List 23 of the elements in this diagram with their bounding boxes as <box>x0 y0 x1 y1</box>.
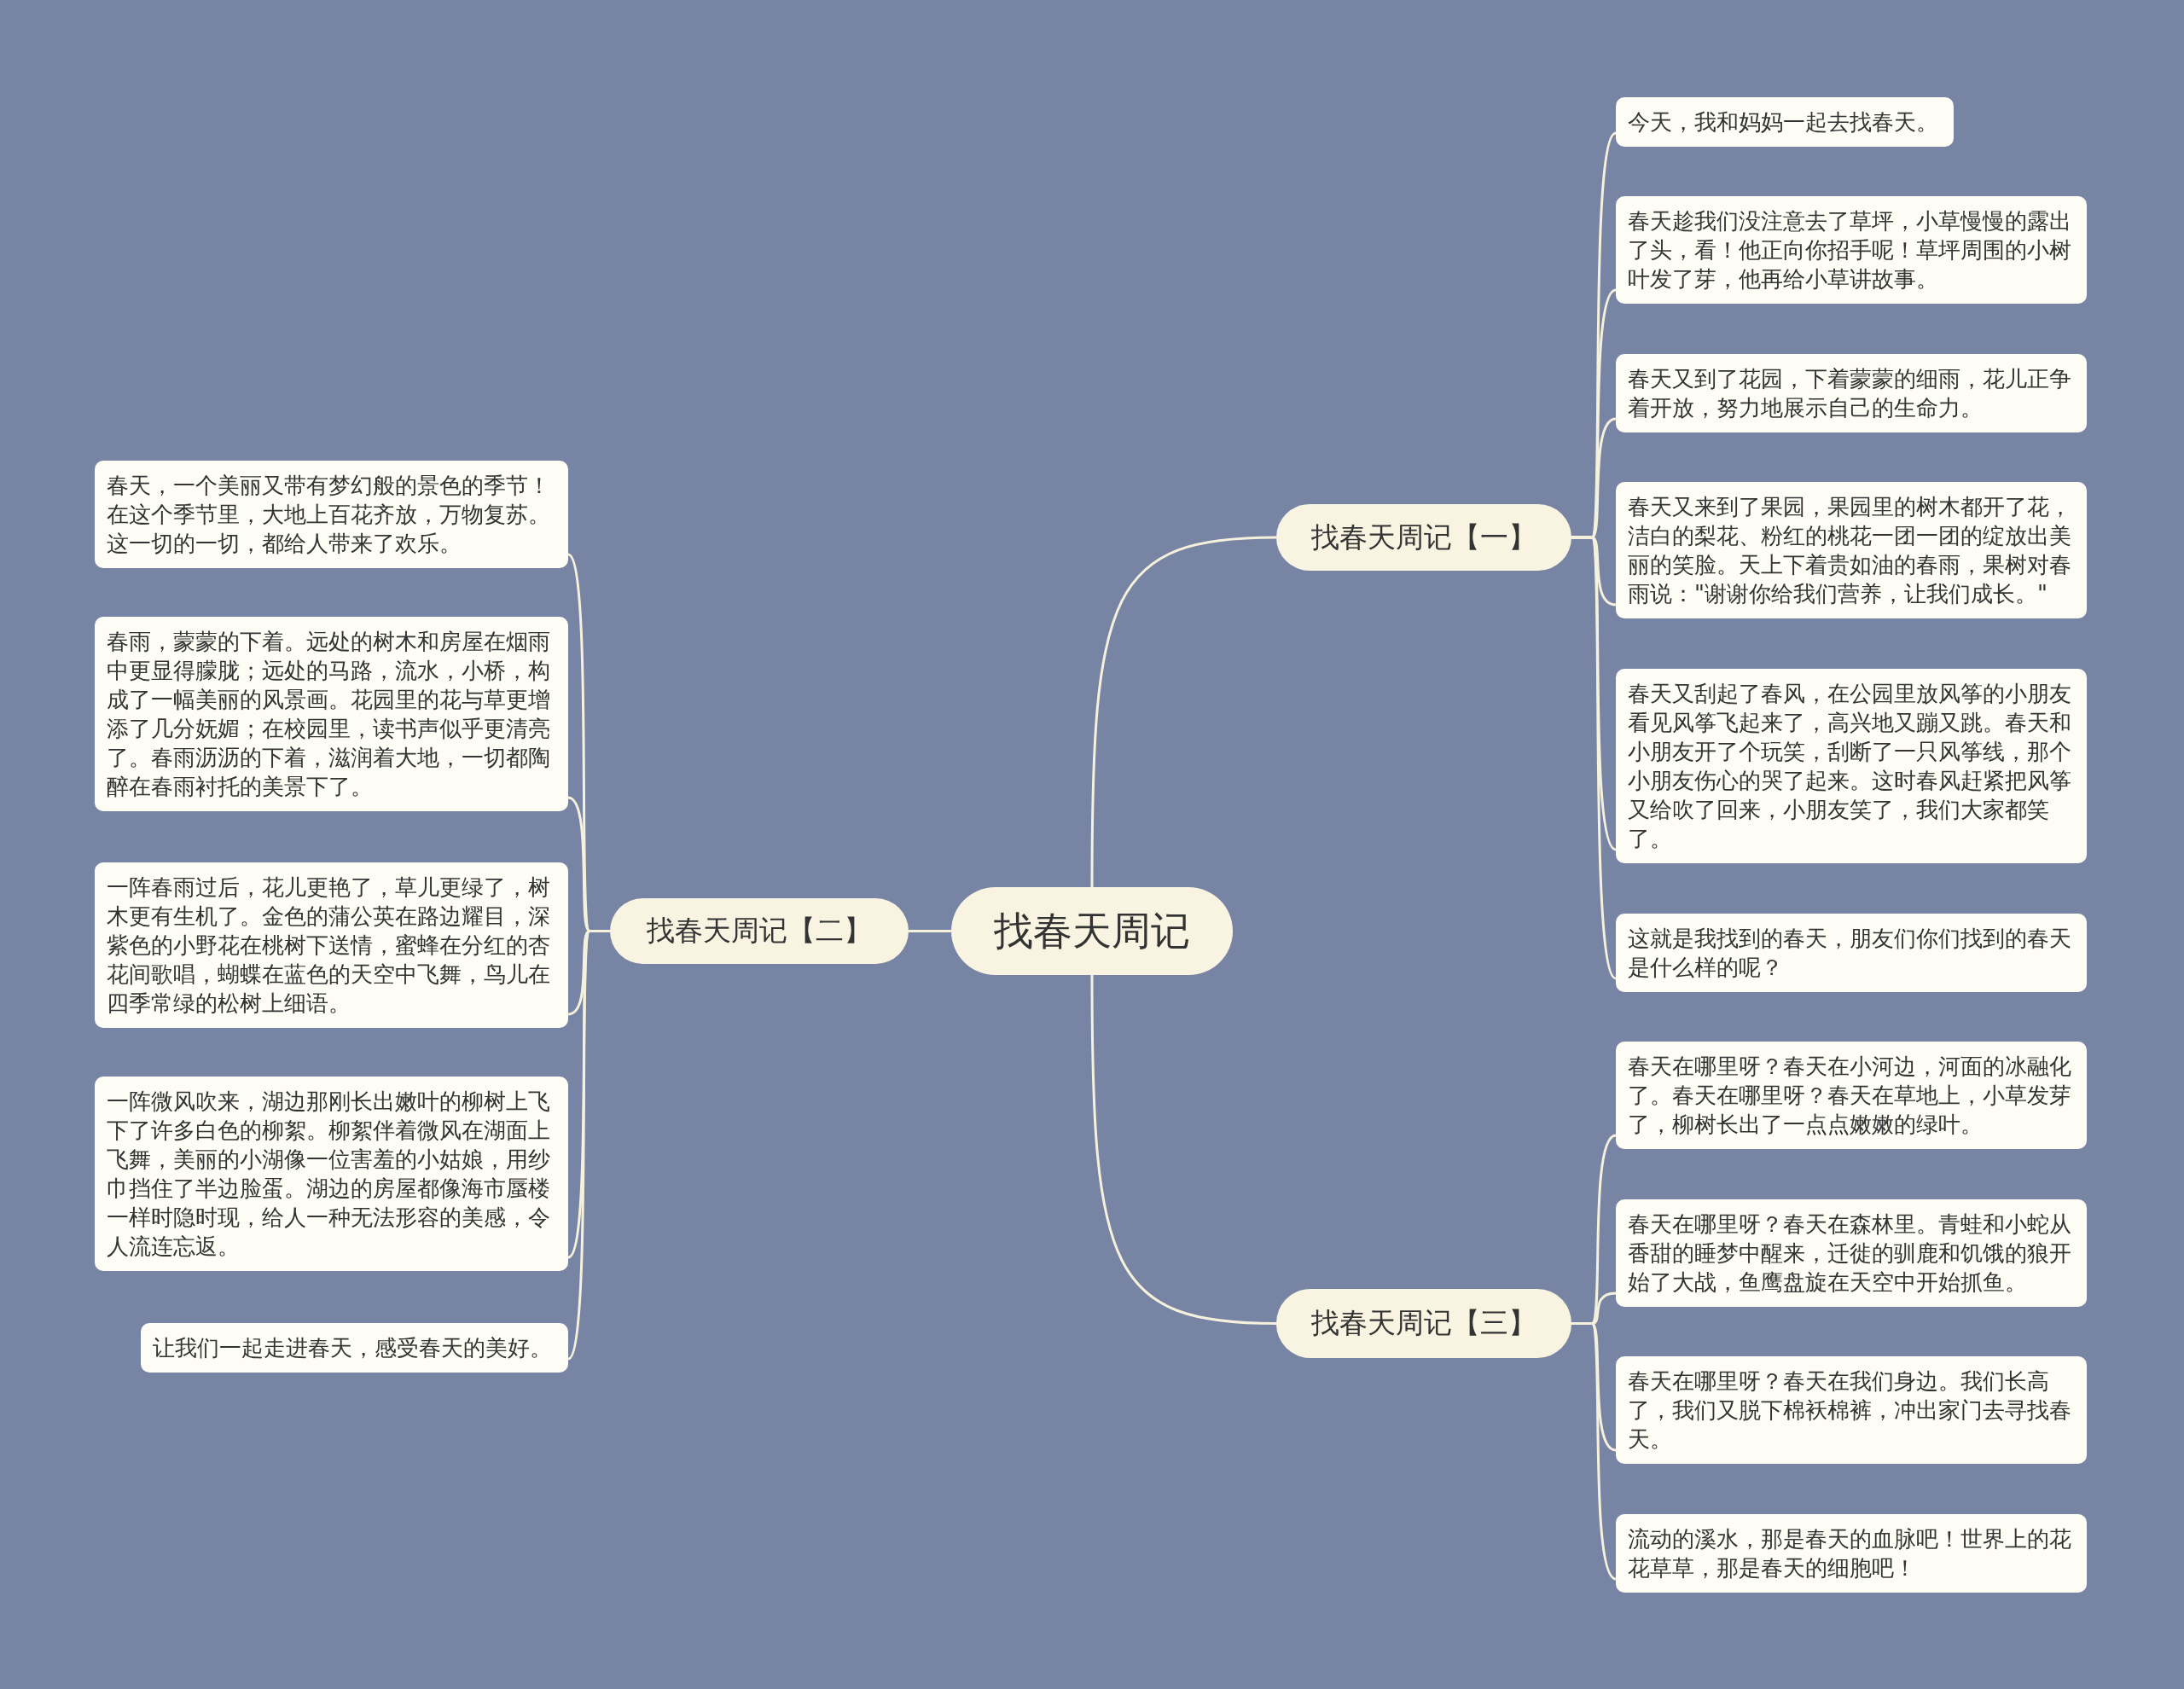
text-box: 这就是我找到的春天，朋友们你们找到的春天是什么样的呢？ <box>1616 914 2087 992</box>
central-topic: 找春天周记 <box>951 887 1233 975</box>
topic-bubble: 找春天周记【一】 <box>1276 504 1571 571</box>
connector-line <box>909 930 951 932</box>
text-box: 春天，一个美丽又带有梦幻般的景色的季节！在这个季节里，大地上百花齐放，万物复苏。这一切的一切，都给人带来了欢乐。 <box>95 461 568 568</box>
text-box: 春天又到了花园，下着蒙蒙的细雨，花儿正争着开放，努力地展示自己的生命力。 <box>1616 354 2087 432</box>
connector-line <box>1090 536 1277 887</box>
text-box: 春天趁我们没注意去了草坪，小草慢慢的露出了头，看！他正向你招手呢！草坪周围的小树叶发了芽，他再给小草讲故事。 <box>1616 196 2087 304</box>
connector-line <box>1571 1322 1617 1581</box>
text-box: 春天在哪里呀？春天在森林里。青蛙和小蛇从香甜的睡梦中醒来，迁徙的驯鹿和饥饿的狼开始了大战，鱼鹰盘旋在天空中开始抓鱼。 <box>1616 1199 2087 1307</box>
topic-bubble: 找春天周记【三】 <box>1276 1289 1571 1358</box>
text-box: 一阵微风吹来，湖边那刚长出嫩叶的柳树上飞下了许多白色的柳絮。柳絮伴着微风在湖面上飞舞，美丽的小湖像一位害羞的小姑娘，用纱巾挡住了半边脸蛋。湖边的房屋都像海市蜃楼一样时隐时现，给人一种无法形容的美感，令人流连忘返。 <box>95 1077 568 1271</box>
text-box: 让我们一起走进春天，感受春天的美好。 <box>141 1323 568 1373</box>
text-box: 流动的溪水，那是春天的血脉吧！世界上的花花草草，那是春天的细胞吧！ <box>1616 1514 2087 1593</box>
connector-line <box>1090 975 1277 1325</box>
text-box: 春天又刮起了春风，在公园里放风筝的小朋友看见风筝飞起来了，高兴地又蹦又跳。春天和小朋友开了个玩笑，刮断了一只风筝线，那个小朋友伤心的哭了起来。这时春风赶紧把风筝又给吹了回来，小朋友笑了，我们大家都笑了。 <box>1616 669 2087 863</box>
text-box: 春雨，蒙蒙的下着。远处的树木和房屋在烟雨中更显得朦胧；远处的马路，流水，小桥，构成了一幅美丽的风景画。花园里的花与草更增添了几分妩媚；在校园里，读书声似乎更清亮了。春雨沥沥的下着，滋润着大地，一切都陶醉在春雨衬托的美景下了。 <box>95 617 568 811</box>
text-box: 今天，我和妈妈一起去找春天。 <box>1616 97 1954 147</box>
text-box: 春天在哪里呀？春天在我们身边。我们长高了，我们又脱下棉袄棉裤，冲出家门去寻找春天。 <box>1616 1356 2087 1464</box>
topic-bubble: 找春天周记【二】 <box>610 898 909 964</box>
text-box: 一阵春雨过后，花儿更艳了，草儿更绿了，树木更有生机了。金色的蒲公英在路边耀目，深紫色的小野花在桃树下送情，蜜蜂在分红的杏花间歌唱，蝴蝶在蓝色的天空中飞舞，鸟儿在四季常绿的松树上细语。 <box>95 862 568 1028</box>
text-box: 春天在哪里呀？春天在小河边，河面的冰融化了。春天在哪里呀？春天在草地上，小草发芽了，柳树长出了一点点嫩嫩的绿叶。 <box>1616 1042 2087 1149</box>
text-box: 春天又来到了果园，果园里的树木都开了花，洁白的梨花、粉红的桃花一团一团的绽放出美丽的笑脸。天上下着贵如油的春雨，果树对春雨说："谢谢你给我们营养，让我们成长。" <box>1616 482 2087 618</box>
